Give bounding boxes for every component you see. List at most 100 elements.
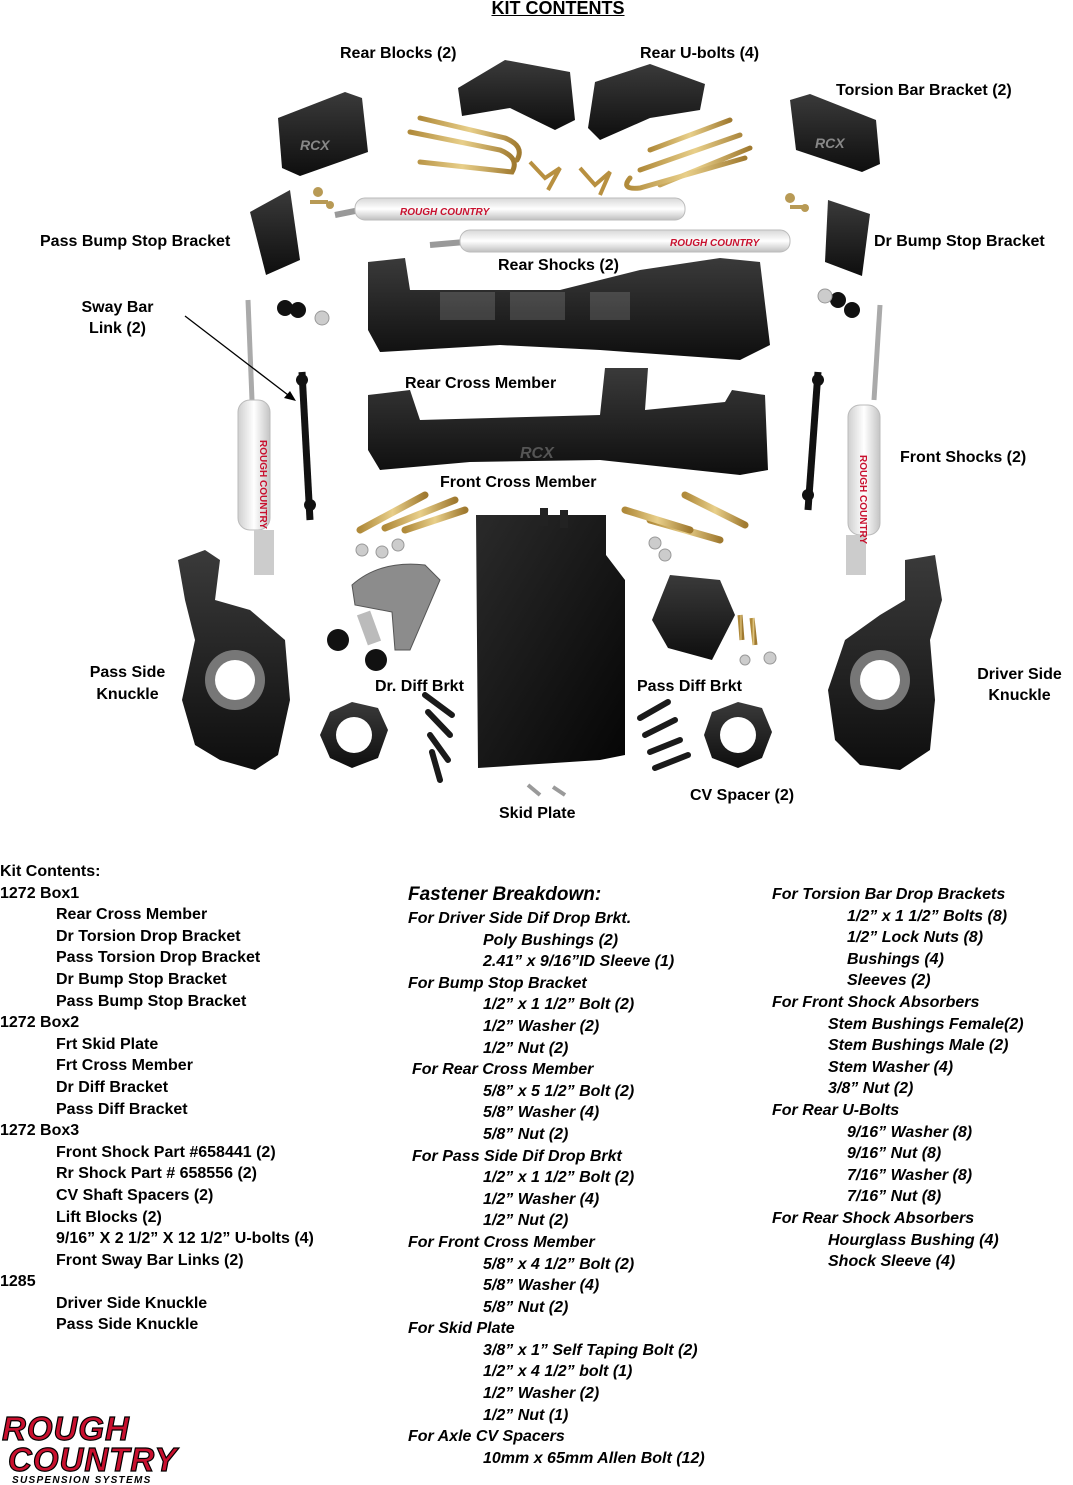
fastener-right-group-heading: For Rear Shock Absorbers: [772, 1209, 975, 1227]
label-sway-bar-line2: Link (2): [89, 320, 146, 337]
fastener-right-item: 1/2” x 1 1/2” Bolts (8): [847, 907, 1008, 925]
fastener-group-heading: For Axle CV Spacers: [408, 1428, 565, 1446]
fastener-right-item: Stem Bushings Male (2): [828, 1037, 1009, 1055]
fastener-item: 5/8” x 5 1/2” Bolt (2): [483, 1082, 635, 1100]
allen-bolts: [422, 692, 691, 783]
fastener-item: 5/8” Washer (4): [483, 1277, 600, 1295]
fastener-breakdown-right-list: For Torsion Bar Drop Brackets 1/2” x 1 1/…: [772, 884, 1024, 1273]
kit-contents-item: Pass Diff Bracket: [56, 1100, 188, 1118]
dif-sleeve: [356, 610, 382, 646]
diff-bracket-bolts: [737, 614, 758, 646]
sway-bar-pointer-arrow: [184, 315, 296, 401]
label-dr-diff-brkt: Dr. Diff Brkt: [375, 678, 464, 695]
kit-contents-item: Pass Side Knuckle: [56, 1316, 199, 1334]
rear-u-bolts: [407, 115, 753, 191]
front-cross-member: RCX: [368, 368, 768, 475]
fastener-right-item: Stem Bushings Female(2): [828, 1015, 1024, 1033]
fastener-item: 5/8” Nut (2): [483, 1125, 569, 1143]
fastener-right-group-heading: For Torsion Bar Drop Brackets: [772, 886, 1006, 903]
fastener-right-item: 7/16” Washer (8): [847, 1166, 973, 1184]
bushings: [277, 292, 860, 318]
kit-parts-illustration: RCX RCX ROUGH COUNTRY ROUGH COUNTR: [178, 60, 942, 797]
fastener-item: Poly Bushings (2): [483, 931, 619, 949]
fastener-right-group-heading: For Front Shock Absorbers: [772, 993, 980, 1011]
label-front-cross-member: Front Cross Member: [440, 474, 597, 491]
pass-diff-bracket: [652, 575, 735, 660]
fastener-item: 1/2” Nut (2): [483, 1039, 569, 1057]
torsion-bar-bracket-left: RCX: [278, 92, 368, 176]
kit-contents-item: CV Shaft Spacers (2): [56, 1186, 214, 1204]
fastener-right-item: Sleeves (2): [847, 972, 931, 990]
label-pass-knuckle-line1: Pass Side: [89, 664, 166, 681]
pass-side-knuckle: [178, 550, 290, 770]
page-title: KIT CONTENTS: [491, 0, 625, 18]
kit-contents-item: Frt Skid Plate: [56, 1035, 159, 1053]
kit-contents-item: Front Shock Part #658441 (2): [56, 1143, 276, 1161]
svg-text:RCX: RCX: [520, 445, 555, 462]
kit-contents-item: Front Sway Bar Links (2): [56, 1251, 244, 1269]
washers: [314, 288, 833, 666]
kit-contents-group-heading: 1272 Box2: [0, 1014, 80, 1032]
front-cross-member-bolts: [356, 491, 749, 544]
fastener-group-heading: For Driver Side Dif Drop Brkt.: [408, 910, 632, 927]
kit-contents-group-heading: 1285: [0, 1273, 36, 1291]
label-driver-knuckle-line1: Driver Side: [977, 666, 1062, 683]
front-shock-right: ROUGH COUNTRY: [846, 304, 883, 575]
dr-bump-stop-bracket: [825, 200, 870, 276]
svg-text:ROUGH COUNTRY: ROUGH COUNTRY: [257, 440, 268, 529]
kit-contents-item: Pass Bump Stop Bracket: [56, 992, 247, 1010]
kit-contents-heading: Kit Contents:: [0, 863, 101, 880]
fastener-group-heading: For Skid Plate: [408, 1320, 515, 1338]
fastener-right-item: 9/16” Washer (8): [847, 1123, 973, 1141]
fastener-right-item: 9/16” Nut (8): [847, 1145, 942, 1163]
fastener-right-item: Shock Sleeve (4): [828, 1253, 956, 1271]
rear-shock-lower: ROUGH COUNTRY: [429, 229, 791, 253]
kit-contents-item: Dr Torsion Drop Bracket: [56, 927, 241, 945]
label-pass-knuckle-line2: Knuckle: [96, 686, 159, 703]
kit-contents-item: Pass Torsion Drop Bracket: [56, 949, 261, 967]
fastener-breakdown-heading: Fastener Breakdown:: [408, 884, 602, 905]
fastener-right-item: Stem Washer (4): [828, 1058, 954, 1076]
fastener-right-item: Hourglass Bushing (4): [828, 1231, 999, 1249]
self-taping-bolts: [526, 783, 567, 797]
fastener-item: 5/8” x 4 1/2” Bolt (2): [483, 1255, 635, 1273]
rough-country-logo: ROUGH COUNTRY SUSPENSION SYSTEMS: [1, 1410, 179, 1485]
label-front-shocks: Front Shocks (2): [900, 449, 1027, 466]
label-skid-plate: Skid Plate: [499, 805, 576, 822]
fastener-item: 1/2” Nut (1): [483, 1406, 569, 1424]
rear-cross-member: [368, 258, 770, 360]
fastener-item: 1/2” x 1 1/2” Bolt (2): [483, 996, 635, 1014]
kit-contents-item: Dr Diff Bracket: [56, 1078, 169, 1096]
rear-shock-upper: ROUGH COUNTRY: [334, 197, 686, 221]
sway-bar-link-right: [802, 371, 824, 511]
kit-contents-item: Rr Shock Part # 658556 (2): [56, 1165, 257, 1183]
kit-contents-item: Frt Cross Member: [56, 1057, 193, 1075]
fastener-item: 10mm x 65mm Allen Bolt (12): [483, 1449, 705, 1467]
kit-contents-item: Driver Side Knuckle: [56, 1294, 208, 1312]
label-sway-bar-line1: Sway Bar: [81, 299, 154, 316]
kit-contents-item: 9/16” X 2 1/2” X 12 1/2” U-bolts (4): [56, 1230, 314, 1248]
fastener-item: 1/2” x 4 1/2” bolt (1): [483, 1363, 633, 1381]
fastener-right-item: Bushings (4): [847, 950, 944, 968]
fastener-item: 1/2” Washer (2): [483, 1017, 600, 1035]
fastener-group-heading: For Bump Stop Bracket: [408, 974, 587, 992]
fastener-right-item: 1/2” Lock Nuts (8): [847, 929, 984, 947]
fastener-item: 1/2” Washer (2): [483, 1385, 600, 1403]
svg-text:RCX: RCX: [815, 135, 846, 151]
u-bolt-plates: [528, 160, 612, 196]
label-pass-bump-stop: Pass Bump Stop Bracket: [40, 233, 231, 250]
torsion-bar-bracket-right: RCX: [790, 94, 880, 172]
svg-text:SUSPENSION SYSTEMS: SUSPENSION SYSTEMS: [12, 1475, 152, 1485]
dif-poly-bushings: [327, 629, 387, 671]
svg-text:ROUGH COUNTRY: ROUGH COUNTRY: [857, 455, 868, 544]
fastener-right-item: 7/16” Nut (8): [847, 1188, 942, 1206]
rear-block-right: [588, 64, 705, 140]
fastener-item: 1/2” Washer (4): [483, 1190, 600, 1208]
driver-side-knuckle: [828, 555, 942, 770]
cv-spacer-right: [704, 702, 772, 768]
label-cv-spacer: CV Spacer (2): [690, 787, 795, 804]
label-torsion-bar-bracket: Torsion Bar Bracket (2): [836, 82, 1012, 99]
fastener-right-item: 3/8” Nut (2): [828, 1080, 914, 1098]
fastener-item: 3/8” x 1” Self Taping Bolt (2): [483, 1341, 698, 1359]
